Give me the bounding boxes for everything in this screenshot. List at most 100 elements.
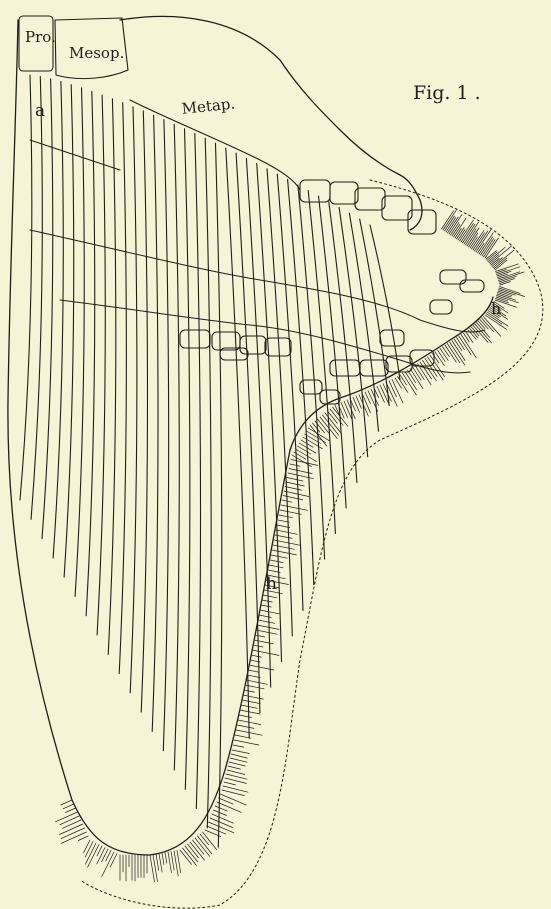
fin-ray [457,228,465,240]
radial-ray [53,82,63,558]
fin-ray [270,560,283,563]
fin-ray [200,834,209,845]
fin-ray [473,326,488,343]
joint-row-lower [60,300,470,373]
fin-ray [459,336,471,355]
fin-ray [288,473,314,479]
fin-ray [224,782,236,785]
fin-ray [60,816,79,825]
radial-ray [216,143,222,847]
fin-ray [195,838,210,856]
fin-ray [102,852,114,877]
fin-ray [395,378,402,388]
fin-ray [231,754,247,758]
fin-ray [325,413,341,433]
fin-ray [156,854,159,870]
fin-ray [232,750,249,754]
fin-ray [63,820,82,828]
fin-ray [237,725,254,728]
radial-ray [75,88,84,597]
cartilage-block [355,188,385,210]
fin-ray [207,826,226,834]
fin-ray [479,233,493,254]
fin-ray [445,216,455,231]
fin-ray [286,482,304,486]
fin-ray [214,810,227,816]
fin-ray [183,848,197,865]
fin-ray [228,766,240,769]
fin-ray [279,515,293,518]
fin-ray [168,852,171,873]
radial-ray [20,75,32,500]
fin-ray [252,650,279,655]
fin-ray [272,550,296,555]
radial-ray [130,107,137,693]
radial-ray [42,79,53,539]
fin-ray [466,229,477,245]
fin-ray [353,397,360,412]
fin-ray [263,595,277,598]
fin-ray [84,840,90,853]
fin-ray [260,610,279,614]
cartilage-block [430,300,452,314]
fin-ray [315,421,325,433]
radial-ray [174,124,179,770]
radial-ray [86,91,95,615]
fin-ray [241,705,257,708]
fin-ray [280,510,301,514]
fin-ray [63,804,74,809]
fin-ray [244,690,255,692]
fin-ray [500,282,511,286]
metapterygium-outline [120,16,422,230]
fin-ray [230,758,247,762]
fin-ray [110,854,117,868]
fin-ray [478,321,485,329]
fin-ray [56,812,78,822]
fin-ray [219,798,233,804]
label-h-upper: h [491,301,501,317]
fin-ray [438,350,446,361]
fin-ray [443,347,450,357]
fin-ray [215,806,227,811]
fin-ray [256,630,277,634]
joint-row-proximal [30,140,120,170]
radial-ray [319,196,347,508]
fin-ray [451,222,460,235]
joint-row-upper [30,230,485,332]
fin-ray [60,824,83,835]
radial-ray [205,138,211,828]
fin-ray [259,615,271,618]
fin-ray [85,842,93,858]
fin-ray [97,848,105,865]
fin-ray [466,332,473,343]
fin-ray [285,487,301,491]
fin-ray [497,267,521,275]
fin-ray [210,818,232,828]
fin-ray [235,735,251,738]
radials [20,75,400,847]
fin-ray [177,851,181,873]
radial-ray [119,103,126,674]
radial-ray [152,115,158,731]
fin-ray [61,800,72,805]
fin-ray [258,620,275,623]
cartilage-block [440,270,466,284]
fin-ray [229,762,245,766]
fin-ray [269,565,283,568]
fin-ray [226,774,247,779]
fin-ray [323,415,339,435]
radial-ray [31,77,42,520]
radial-ray [339,208,368,457]
fin-ray [457,338,465,350]
fin-ray [262,600,272,602]
fin-ray [242,700,260,704]
fin-ray [257,625,279,629]
radial-ray [64,85,74,577]
cartilage-block [330,360,360,376]
fin-ray [240,710,260,714]
cartilage-block [460,280,484,292]
fin-ray [313,423,320,432]
radial-ray [360,219,390,406]
fin-ray [410,368,423,388]
